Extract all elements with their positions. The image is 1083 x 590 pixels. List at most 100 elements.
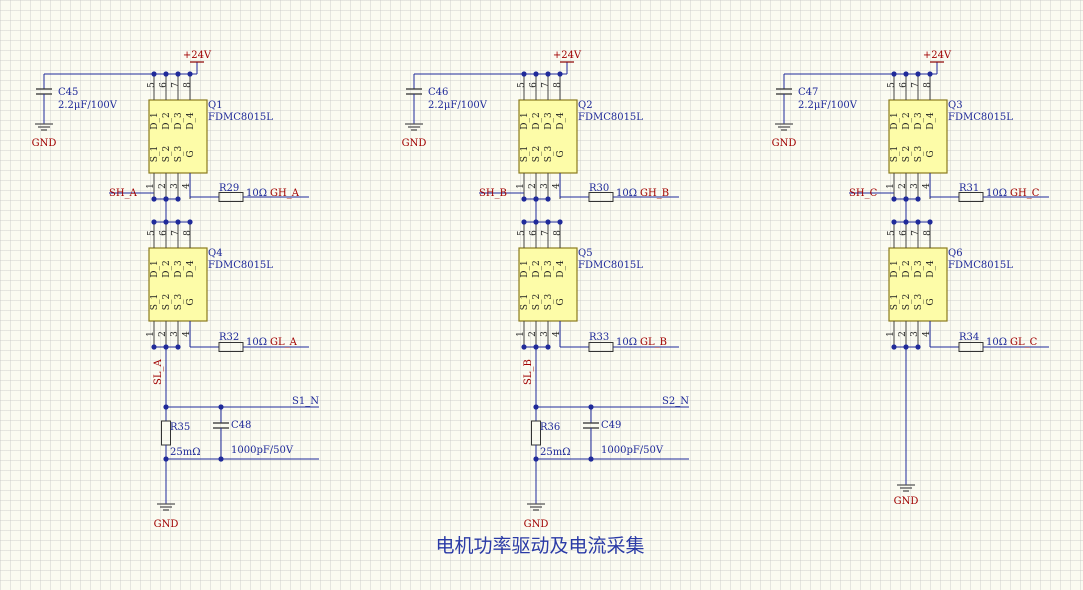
source-pin-label: S_3 bbox=[544, 294, 554, 311]
filter-cap-value: 1000pF/50V bbox=[601, 445, 664, 456]
gate-res-ref: R32 bbox=[219, 332, 239, 343]
junction-dot bbox=[545, 71, 551, 77]
mosfet-body bbox=[148, 99, 208, 174]
junction-dot bbox=[903, 196, 909, 202]
drain-pin-label: D_4 bbox=[556, 112, 566, 130]
drain-pin-number: 8 bbox=[183, 82, 193, 88]
drain-pin-number: 8 bbox=[183, 230, 193, 236]
junction-dot bbox=[151, 344, 157, 350]
junction-dot bbox=[903, 71, 909, 77]
mosfet-ref: Q6 bbox=[948, 248, 963, 259]
drain-pin-number: 6 bbox=[529, 82, 539, 88]
drain-pin-number: 8 bbox=[923, 82, 933, 88]
gate-low-net: GL_B bbox=[640, 337, 667, 348]
junction-dot bbox=[151, 219, 157, 225]
drain-pin-number: 7 bbox=[541, 230, 551, 236]
ground-label: GND bbox=[154, 519, 179, 530]
source-pin-label: S_3 bbox=[914, 294, 924, 311]
drain-pin-number: 7 bbox=[171, 82, 181, 88]
shunt-value: 25mΩ bbox=[170, 447, 201, 458]
drain-pin-number: 7 bbox=[541, 82, 551, 88]
mosfet-ref: Q5 bbox=[578, 248, 593, 259]
mosfet-part: FDMC8015L bbox=[578, 112, 643, 123]
gate-res-value: 10Ω bbox=[246, 337, 267, 348]
shunt-ref: R36 bbox=[540, 422, 560, 433]
drain-pin-number: 8 bbox=[553, 82, 563, 88]
mosfet-body bbox=[148, 247, 208, 322]
junction-dot bbox=[163, 71, 169, 77]
drain-pin-label: D_2 bbox=[532, 112, 542, 129]
source-pin-label: G bbox=[926, 150, 936, 157]
gate-res-ref: R29 bbox=[219, 183, 239, 194]
drain-pin-label: D_3 bbox=[174, 112, 184, 130]
gate-res-ref: R31 bbox=[959, 183, 979, 194]
junction-dot bbox=[915, 71, 921, 77]
drain-pin-number: 5 bbox=[147, 230, 157, 236]
drain-pin-number: 6 bbox=[529, 230, 539, 236]
junction-dot bbox=[187, 219, 193, 225]
junction-dot bbox=[915, 219, 921, 225]
source-pin-label: S_1 bbox=[520, 146, 530, 162]
mosfet-part: FDMC8015L bbox=[208, 112, 273, 123]
schematic-title: 电机功率驱动及电流采集 bbox=[435, 535, 644, 557]
source-pin-label: S_1 bbox=[890, 146, 900, 162]
source-pin-label: S_1 bbox=[150, 294, 160, 310]
ground-label: GND bbox=[524, 519, 549, 530]
drain-pin-label: D_4 bbox=[186, 112, 196, 130]
source-pin-number: 4 bbox=[552, 331, 562, 337]
source-pin-label: G bbox=[186, 298, 196, 305]
junction-dot bbox=[891, 219, 897, 225]
junction-dot bbox=[521, 344, 527, 350]
gate-res-value: 10Ω bbox=[616, 188, 637, 199]
source-pin-label: S_1 bbox=[150, 146, 160, 162]
junction-dot bbox=[588, 456, 594, 462]
power-label: +24V bbox=[183, 50, 212, 61]
source-pin-label: S_2 bbox=[162, 294, 172, 310]
sense-net-label: S2_N bbox=[662, 396, 689, 407]
source-pin-label: S_2 bbox=[532, 294, 542, 310]
mosfet-body bbox=[518, 99, 578, 174]
mosfet-ref: Q3 bbox=[948, 100, 963, 111]
mosfet-ref: Q2 bbox=[578, 100, 593, 111]
drain-pin-label: D_4 bbox=[556, 260, 566, 278]
gate-res-value: 10Ω bbox=[246, 188, 267, 199]
mosfet-part: FDMC8015L bbox=[578, 260, 643, 271]
mosfet-low-1: 5D_16D_27D_38D_41S_12S_23S_34GQ5FDMC8015… bbox=[516, 221, 643, 348]
junction-dot bbox=[557, 219, 563, 225]
source-pin-number: 2 bbox=[528, 331, 538, 337]
source-pin-label: G bbox=[556, 150, 566, 157]
drain-pin-label: D_4 bbox=[926, 112, 936, 130]
source-pin-number: 1 bbox=[146, 331, 156, 337]
junction-dot bbox=[545, 196, 551, 202]
junction-dot bbox=[891, 344, 897, 350]
mosfet-body bbox=[888, 247, 948, 322]
ground-label: GND bbox=[32, 138, 57, 149]
shunt-value: 25mΩ bbox=[540, 447, 571, 458]
filter-cap-ref: C48 bbox=[231, 420, 251, 431]
source-pin-label: S_2 bbox=[532, 146, 542, 162]
junction-dot bbox=[175, 219, 181, 225]
cap-value: 2.2μF/100V bbox=[58, 100, 118, 111]
sh-net-label: SH_B bbox=[479, 188, 507, 199]
junction-dot bbox=[903, 219, 909, 225]
junction-dot bbox=[521, 196, 527, 202]
mosfet-ref: Q4 bbox=[208, 248, 223, 259]
drain-pin-label: D_3 bbox=[174, 260, 184, 278]
source-pin-label: S_3 bbox=[914, 146, 924, 163]
source-pin-number: 3 bbox=[170, 183, 180, 189]
gate-res-ref: R33 bbox=[589, 332, 609, 343]
junction-dot bbox=[533, 219, 539, 225]
source-pin-number: 1 bbox=[516, 331, 526, 337]
drain-pin-label: D_1 bbox=[890, 260, 900, 277]
drain-pin-label: D_1 bbox=[520, 112, 530, 129]
source-pin-number: 1 bbox=[886, 331, 896, 337]
junction-dot bbox=[163, 196, 169, 202]
junction-dot bbox=[891, 196, 897, 202]
drain-pin-label: D_2 bbox=[162, 112, 172, 129]
source-pin-number: 3 bbox=[910, 331, 920, 337]
drain-pin-number: 7 bbox=[171, 230, 181, 236]
junction-dot bbox=[545, 219, 551, 225]
drain-pin-number: 5 bbox=[517, 82, 527, 88]
